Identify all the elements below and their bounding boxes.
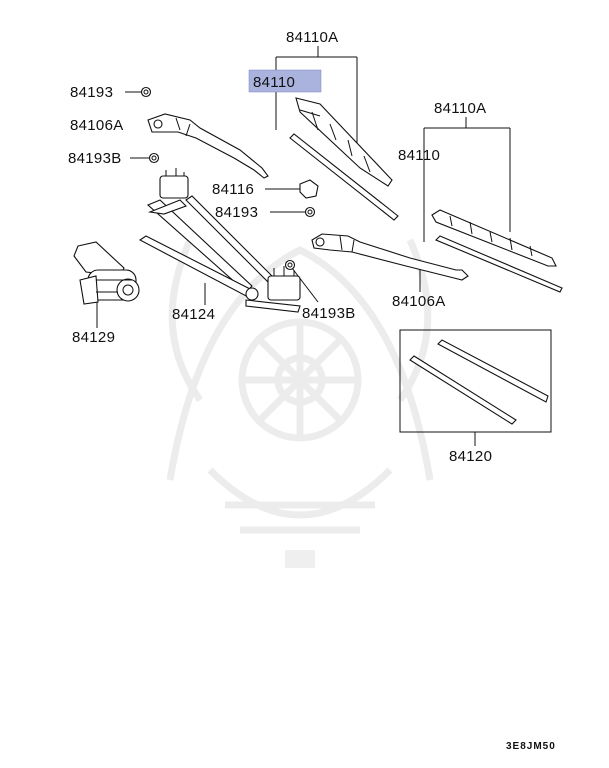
callout-right-blade[interactable]: 84110: [398, 147, 440, 164]
selected-part-highlight: [248, 69, 322, 93]
wiper-linkage: [138, 168, 301, 313]
watermark-emblem: [166, 238, 434, 568]
callout-nut-mid[interactable]: 84193: [215, 204, 258, 221]
callout-top-blade-group[interactable]: 84110A: [286, 29, 338, 46]
bush-right: [284, 259, 296, 271]
pivot-cap: [299, 179, 319, 199]
leader-lines: [96, 46, 552, 446]
diagram-code: 3E8JM50: [506, 741, 556, 752]
wiper-refills: [409, 339, 549, 425]
bush-left: [148, 152, 160, 164]
callout-cap[interactable]: 84116: [212, 181, 254, 198]
right-wiper-blade: [431, 209, 563, 293]
right-wiper-arm: [311, 233, 469, 281]
nut-top: [140, 86, 152, 98]
callout-arm-right[interactable]: 84106A: [392, 293, 446, 310]
callout-arm-left[interactable]: 84106A: [70, 117, 124, 134]
nut-mid: [304, 206, 316, 218]
callout-bush-right[interactable]: 84193B: [302, 305, 356, 322]
left-wiper-arm: [147, 113, 269, 179]
callout-refills[interactable]: 84120: [449, 448, 492, 465]
wiper-motor: [73, 241, 140, 305]
callout-linkage[interactable]: 84124: [172, 306, 215, 323]
callout-nut-top[interactable]: 84193: [70, 84, 113, 101]
callout-top-blade-selected[interactable]: 84110: [253, 74, 295, 91]
callout-motor[interactable]: 84129: [72, 329, 115, 346]
callout-right-blade-group[interactable]: 84110A: [434, 100, 486, 117]
top-wiper-blade: [289, 97, 399, 221]
callout-bush-left[interactable]: 84193B: [68, 150, 122, 167]
